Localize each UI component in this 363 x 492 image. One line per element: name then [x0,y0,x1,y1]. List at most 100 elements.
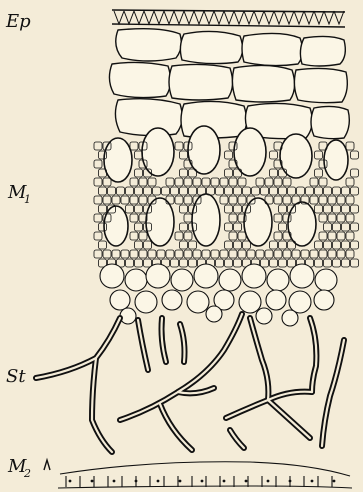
net-cell [315,187,323,195]
net-cell [135,259,143,267]
net-cell [328,250,336,258]
net-cell [351,205,359,213]
net-cell [319,178,327,186]
epidermis-cell [234,11,244,24]
net-cell [184,250,192,258]
net-cell [108,187,116,195]
net-cell [225,259,233,267]
net-cell [139,196,147,204]
net-cell [310,178,318,186]
net-cell [297,187,305,195]
net-cell [288,187,296,195]
rounded-cell [266,290,286,310]
epidermis-cell [294,11,304,24]
net-cell [351,187,359,195]
net-cell [346,142,354,150]
net-cell [279,223,287,231]
net-cell [279,259,287,267]
net-cell [193,178,201,186]
rounded-cell [187,291,209,313]
epidermis-cell [154,11,164,24]
net-cell [162,187,170,195]
net-cell [319,250,327,258]
net-cell [274,196,282,204]
net-cell [184,232,192,240]
net-cell [346,196,354,204]
net-cell [234,223,242,231]
epidermis-cell [144,11,154,24]
epidermis-cell [304,11,314,24]
net-cell [234,259,242,267]
net-cell [265,250,273,258]
epidermis-cell [124,11,134,24]
palisade-cell [324,140,348,180]
palisade-cell [288,202,316,246]
net-cell [180,223,188,231]
epidermis-cell [184,11,194,24]
epidermis-cell [174,11,184,24]
net-cell [225,223,233,231]
net-cell [220,178,228,186]
palisade-cell [104,138,132,182]
m2-nucleus [157,480,160,483]
net-cell [337,214,345,222]
net-cell [229,214,237,222]
net-cell [94,178,102,186]
net-cell [148,178,156,186]
net-cell [324,205,332,213]
strand-network [36,314,344,452]
rounded-cell [135,291,157,313]
net-cell [189,187,197,195]
net-cell [130,178,138,186]
net-cell [94,142,102,150]
net-cell [144,259,152,267]
m2-nucleus [333,480,336,483]
net-cell [234,241,242,249]
net-cell [175,178,183,186]
net-cell [261,187,269,195]
net-cell [121,196,129,204]
net-cell [166,178,174,186]
net-cell [126,259,134,267]
net-cell [351,241,359,249]
net-cell [130,214,138,222]
net-cell [292,250,300,258]
net-cell [99,241,107,249]
net-cell [126,187,134,195]
epidermis-cell [264,11,274,24]
rounded-cell [219,269,241,291]
net-cell [184,178,192,186]
net-cell [175,142,183,150]
net-cell [166,250,174,258]
net-cell [180,169,188,177]
net-cell [135,223,143,231]
net-cell [324,187,332,195]
label-strands: St [6,366,26,387]
net-cell [238,196,246,204]
net-cell [229,232,237,240]
net-cell [342,241,350,249]
net-cell [94,160,102,168]
mesophyll-2-layer [58,462,352,488]
m2-nucleus [113,480,116,483]
net-cell [333,187,341,195]
net-cell [351,259,359,267]
net-cell [139,232,147,240]
net-cell [144,241,152,249]
epidermis-cell [244,11,254,24]
net-cell [252,187,260,195]
net-cell [324,241,332,249]
net-cell [346,232,354,240]
net-cell [99,187,107,195]
net-cell [337,250,345,258]
net-cell [301,250,309,258]
m2-nucleus [289,480,292,483]
net-cell [238,178,246,186]
net-cell [319,214,327,222]
net-cell [184,196,192,204]
rounded-cell [315,269,337,291]
rounded-cell [146,264,170,288]
net-cell [171,259,179,267]
net-cell [180,205,188,213]
net-cell [94,232,102,240]
